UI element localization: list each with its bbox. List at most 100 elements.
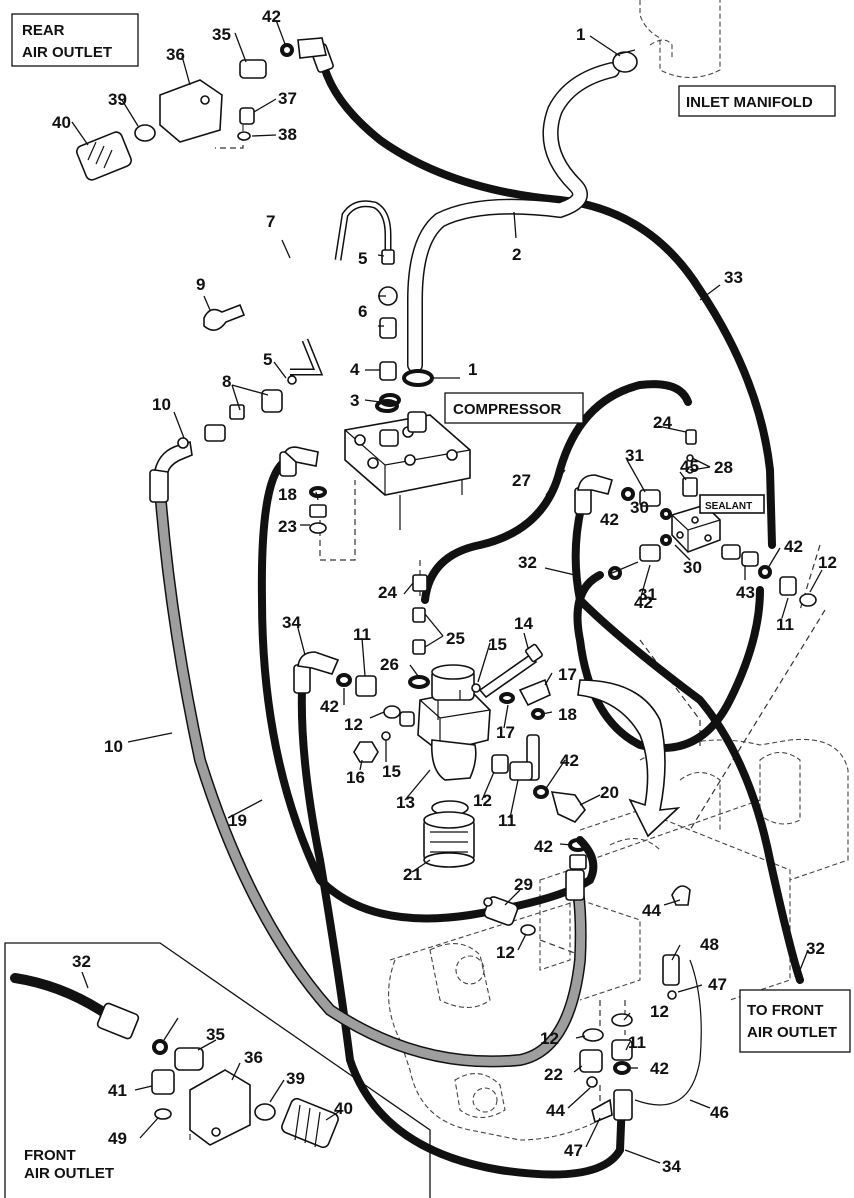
callout-5: 5 [263, 350, 272, 369]
bolt-14-15 [471, 643, 543, 699]
svg-text:INLET MANIFOLD: INLET MANIFOLD [686, 94, 813, 111]
callout-1: 1 [576, 25, 585, 44]
callout-24: 24 [378, 583, 397, 602]
rear-outlet-group [76, 37, 327, 181]
callout-28: 28 [714, 458, 733, 477]
callout-9: 9 [196, 275, 205, 294]
callout-36: 36 [166, 45, 185, 64]
callout-32: 32 [806, 939, 825, 958]
callout-40: 40 [334, 1099, 353, 1118]
callout-17: 17 [496, 723, 515, 742]
callout-42: 42 [634, 593, 653, 612]
callout-1: 1 [468, 360, 477, 379]
inlet-manifold-shape [639, 0, 721, 78]
callout-47: 47 [708, 975, 727, 994]
callout-17: 17 [558, 665, 577, 684]
callout-23: 23 [278, 517, 297, 536]
sealant-label: SEALANT [705, 501, 752, 512]
front-air-outlet-label: FRONT AIR OUTLET [24, 1147, 114, 1182]
callout-35: 35 [212, 25, 231, 44]
compressor-label: COMPRESSOR [444, 392, 584, 424]
callout-10: 10 [104, 737, 123, 756]
callout-5: 5 [358, 249, 367, 268]
callout-30: 30 [630, 498, 649, 517]
callout-37: 37 [278, 89, 297, 108]
callout-12: 12 [473, 791, 492, 810]
callout-18: 18 [558, 705, 577, 724]
elbow-17 [499, 678, 551, 720]
callout-14: 14 [514, 614, 533, 633]
callout-46: 46 [710, 1103, 729, 1122]
callout-32: 32 [518, 553, 537, 572]
hose-34 [297, 686, 626, 1179]
callout-19: 19 [228, 811, 247, 830]
callout-12: 12 [540, 1029, 559, 1048]
callout-34: 34 [282, 613, 301, 632]
callout-13: 13 [396, 793, 415, 812]
svg-text:AIR OUTLET: AIR OUTLET [22, 44, 112, 61]
callout-26: 26 [380, 655, 399, 674]
callout-21: 21 [403, 865, 422, 884]
svg-text:TO FRONT: TO FRONT [747, 1002, 823, 1019]
callout-16: 16 [346, 768, 365, 787]
callout-6: 6 [358, 302, 367, 321]
callout-4: 4 [350, 360, 360, 379]
callout-49: 49 [108, 1129, 127, 1148]
callout-15: 15 [382, 762, 401, 781]
callout-11: 11 [776, 615, 794, 634]
compressor-head [344, 369, 471, 530]
callout-35: 35 [206, 1025, 225, 1044]
svg-text:FRONT: FRONT [24, 1147, 76, 1164]
callout-22: 22 [544, 1065, 563, 1084]
callout-44: 44 [546, 1101, 565, 1120]
callout-12: 12 [496, 943, 515, 962]
hose-32 [571, 496, 804, 984]
hose-10 [154, 484, 587, 1068]
callout-42: 42 [534, 837, 553, 856]
callout-39: 39 [286, 1069, 305, 1088]
svg-text:AIR OUTLET: AIR OUTLET [24, 1165, 114, 1182]
coil-fittings [177, 249, 401, 449]
manifold-fittings [608, 487, 817, 607]
callout-29: 29 [514, 875, 533, 894]
callout-39: 39 [108, 90, 127, 109]
callout-11: 11 [498, 811, 516, 830]
callout-24: 24 [653, 413, 672, 432]
callout-3: 3 [350, 391, 359, 410]
fittings-18-23 [309, 486, 327, 534]
callout-34: 34 [662, 1157, 681, 1176]
to-front-air-outlet-label: TO FRONT AIR OUTLET [739, 989, 851, 1053]
inlet-manifold-label: INLET MANIFOLD [678, 85, 836, 117]
front-outlet-inset [4, 942, 431, 1198]
callout-42: 42 [600, 510, 619, 529]
callout-12: 12 [818, 553, 837, 572]
callout-25: 25 [446, 629, 465, 648]
svg-text:COMPRESSOR: COMPRESSOR [453, 401, 562, 418]
hose-fittings [149, 43, 633, 1121]
leader-lines [71, 19, 823, 1164]
callout-41: 41 [108, 1081, 127, 1100]
callout-7: 7 [266, 212, 275, 231]
callout-27: 27 [512, 471, 531, 490]
callout-numbers: 1 1 2 3 4 5 5 6 7 8 9 10 10 11 11 11 11 … [52, 7, 837, 1176]
callout-31: 31 [638, 585, 657, 604]
callout-40: 40 [52, 113, 71, 132]
callout-38: 38 [278, 125, 297, 144]
callout-8: 8 [222, 372, 231, 391]
callout-42: 42 [560, 751, 579, 770]
callout-30: 30 [683, 558, 702, 577]
callout-43: 43 [736, 583, 755, 602]
hose-32-loop [573, 571, 764, 752]
callout-32: 32 [72, 952, 91, 971]
svg-text:REAR: REAR [22, 22, 65, 39]
callout-12: 12 [344, 715, 363, 734]
check-valve-29 [483, 896, 536, 936]
callout-11: 11 [628, 1033, 646, 1052]
callout-11: 11 [353, 625, 371, 644]
callout-15: 15 [488, 635, 507, 654]
governor-valve [353, 574, 491, 781]
callout-42: 42 [262, 7, 281, 26]
frame-structure [388, 738, 849, 1141]
callout-33: 33 [724, 268, 743, 287]
